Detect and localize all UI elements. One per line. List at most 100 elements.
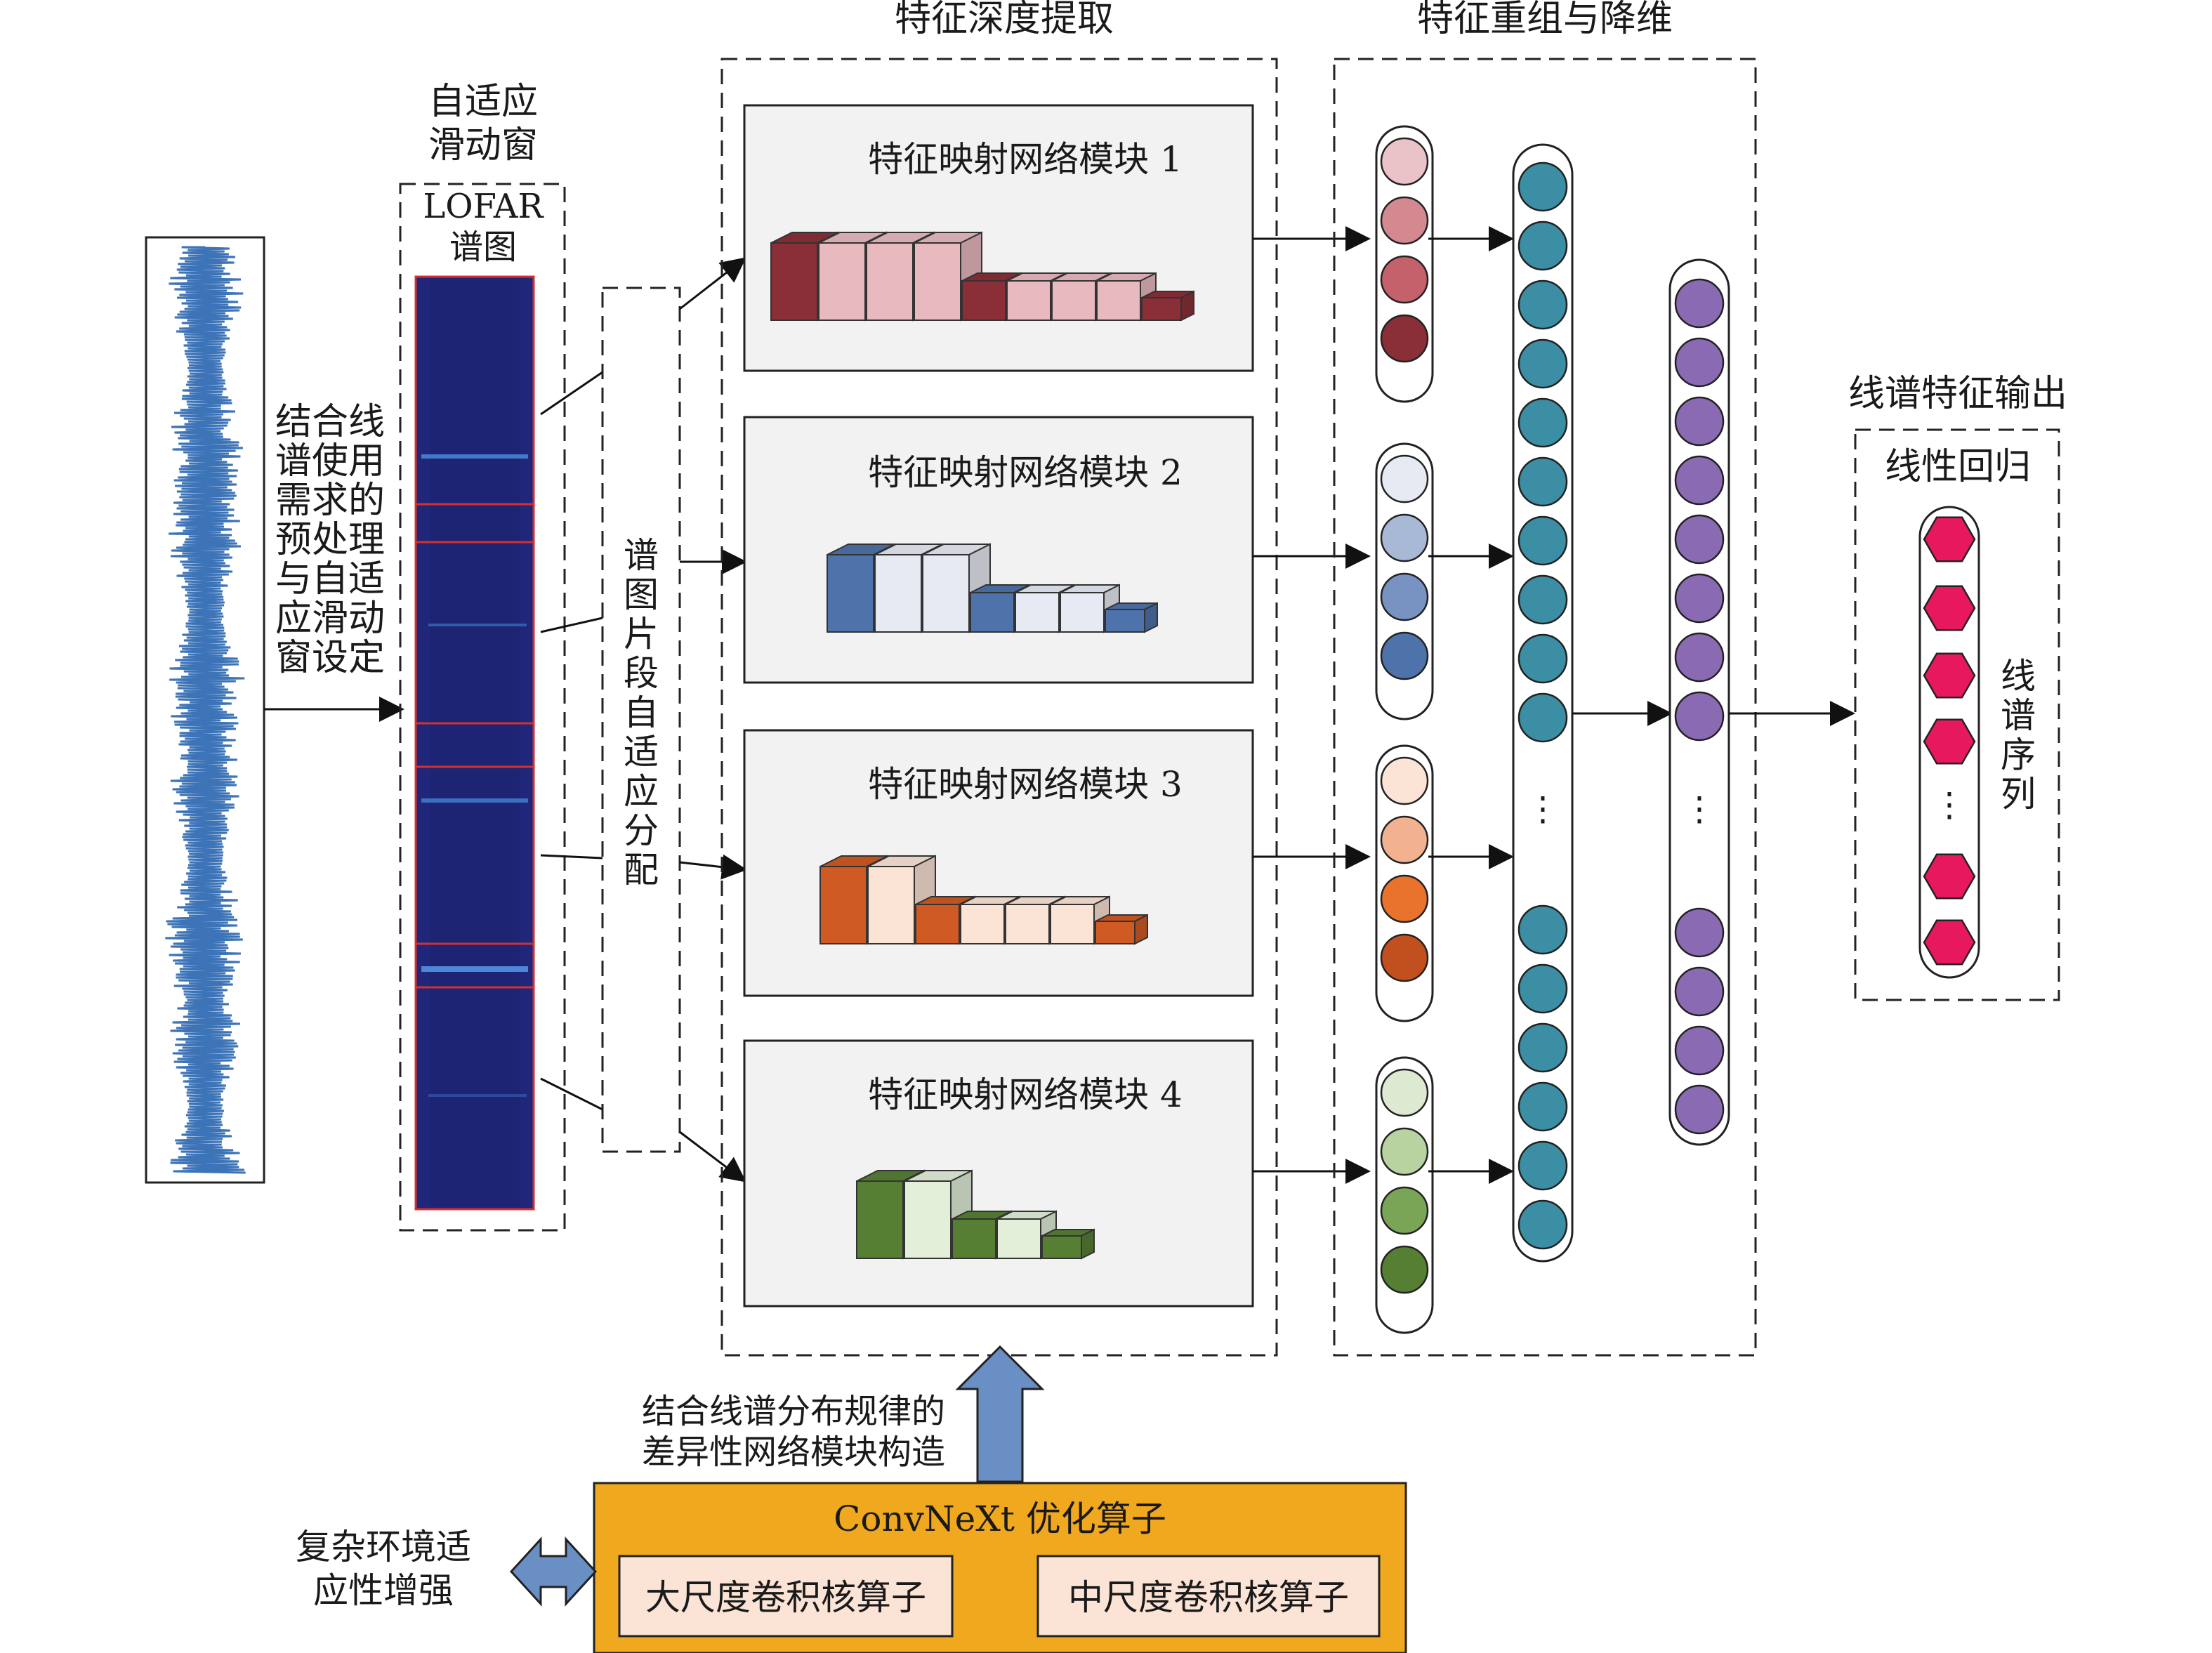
conv-block xyxy=(1105,602,1158,633)
svg-text:配: 配 xyxy=(624,850,659,890)
feature-node xyxy=(1380,314,1429,363)
reduced-node xyxy=(1674,337,1725,388)
feature-node xyxy=(1380,137,1429,186)
svg-text:适: 适 xyxy=(624,732,659,772)
reorg-layer-column: ⋮ xyxy=(1512,143,1574,1263)
module-3-conv-blocks xyxy=(819,855,1148,945)
sequence-node xyxy=(1923,718,1976,765)
reorg-node xyxy=(1518,338,1568,389)
reduced-node xyxy=(1674,278,1725,329)
module-4-conv-blocks xyxy=(856,1169,1095,1260)
reduced-node xyxy=(1674,1025,1725,1076)
feature-node xyxy=(1380,1068,1429,1117)
reorg-node xyxy=(1518,692,1568,743)
feature-node xyxy=(1380,933,1429,982)
module-2-conv-blocks xyxy=(827,543,1158,633)
reorg-node xyxy=(1518,1140,1568,1191)
module-node-columns xyxy=(1375,125,1434,1334)
reorg-node xyxy=(1518,633,1568,684)
module-label: 特征映射网络模块 2 xyxy=(868,452,1183,493)
segment-line-4 xyxy=(540,1077,603,1111)
lofar-label: 谱图 xyxy=(449,228,517,267)
reduced-node xyxy=(1674,691,1725,742)
sequence-node xyxy=(1923,516,1976,562)
mid-kernel-label: 中尺度卷积核算子 xyxy=(1068,1577,1349,1618)
feature-module-2: 特征映射网络模块 2 xyxy=(743,416,1254,684)
svg-text:序: 序 xyxy=(2001,735,2036,775)
sequence-node xyxy=(1923,853,1976,900)
lofar-spectrogram xyxy=(414,275,535,1211)
environment-caption: 应性增强 xyxy=(313,1570,454,1611)
feature-node xyxy=(1380,874,1429,923)
feature-node xyxy=(1380,196,1429,245)
module-1-conv-blocks xyxy=(770,231,1194,322)
convnext-to-extraction-arrow xyxy=(955,1345,1045,1483)
extraction-title: 特征深度提取 xyxy=(895,0,1114,40)
signal-waveform-panel xyxy=(145,236,265,1184)
svg-text:分: 分 xyxy=(624,810,659,851)
svg-text:线: 线 xyxy=(2001,656,2036,697)
reduced-node xyxy=(1674,632,1725,683)
caption-line: 谱使用 xyxy=(275,440,385,482)
segment-line-3 xyxy=(540,854,603,860)
reduced-node xyxy=(1674,1084,1725,1135)
reduced-layer-column: ⋮ xyxy=(1668,258,1730,1146)
conv-block xyxy=(914,231,982,322)
conv-block xyxy=(1095,914,1148,945)
alloc-to-module-3-arrow xyxy=(679,854,747,880)
network-construction-note: 结合线谱分布规律的 xyxy=(642,1392,945,1431)
regression-label: 线性回归 xyxy=(1885,446,2031,488)
alloc-to-module-1-arrow xyxy=(679,257,746,310)
module-label: 特征映射网络模块 1 xyxy=(868,139,1183,180)
conv-block xyxy=(904,1169,973,1260)
sequence-label: 线 谱 序 列 xyxy=(2001,656,2036,815)
module-label: 特征映射网络模块 3 xyxy=(868,764,1183,805)
reorg-node xyxy=(1518,515,1568,566)
reduced-node xyxy=(1674,907,1725,958)
sequence-node xyxy=(1923,585,1976,631)
reorg-node xyxy=(1518,904,1568,955)
reorg-node xyxy=(1518,162,1568,212)
reorg-node xyxy=(1518,456,1568,507)
reorg-node xyxy=(1518,397,1568,448)
lofar-label: LOFAR xyxy=(423,187,544,226)
caption-line: 与自适 xyxy=(275,558,385,600)
feature-module-1: 特征映射网络模块 1 xyxy=(743,104,1254,372)
sequence-node xyxy=(1923,652,1976,699)
hex-ellipsis: ⋮ xyxy=(1933,785,1966,824)
teal-ellipsis: ⋮ xyxy=(1526,789,1560,829)
window-title-line: 自适应 xyxy=(428,81,538,123)
reorg-title: 特征重组与降维 xyxy=(1417,0,1673,40)
preprocessing-caption: 结合线 谱使用 需求的 预处理 与自适 应滑动 窗设定 xyxy=(275,401,385,679)
caption-line: 需求的 xyxy=(275,480,385,522)
reduced-node xyxy=(1674,455,1725,506)
caption-line: 结合线 xyxy=(275,401,385,443)
reorg-node xyxy=(1518,963,1568,1014)
caption-line: 预处理 xyxy=(275,519,385,561)
feature-node xyxy=(1380,631,1429,680)
sequence-node xyxy=(1923,919,1976,966)
convnext-operator-box: ConvNeXt 优化算子 大尺度卷积核算子 中尺度卷积核算子 xyxy=(593,1482,1407,1653)
lofar-dashed-frame xyxy=(399,183,566,1232)
reorg-node xyxy=(1518,1199,1568,1250)
reorg-node xyxy=(1518,1081,1568,1132)
module-label: 特征映射网络模块 4 xyxy=(868,1074,1183,1115)
feature-module-3: 特征映射网络模块 3 xyxy=(743,729,1254,997)
reorg-node xyxy=(1518,1022,1568,1073)
feature-module-4: 特征映射网络模块 4 xyxy=(743,1039,1254,1308)
waveform-trace xyxy=(165,246,246,1174)
segment-line-1 xyxy=(540,371,603,416)
svg-text:谱: 谱 xyxy=(2001,695,2036,736)
output-dashed-frame xyxy=(1854,428,2060,1001)
feature-node xyxy=(1380,815,1429,864)
feature-node xyxy=(1380,756,1429,805)
conv-block xyxy=(1141,290,1194,322)
reorg-node xyxy=(1518,279,1568,330)
svg-text:段: 段 xyxy=(624,653,659,694)
reduced-node xyxy=(1674,966,1725,1017)
reduced-node xyxy=(1674,514,1725,565)
feature-node xyxy=(1380,1186,1429,1235)
segment-allocation-label: 谱 图 片 段 自 适 应 分 配 xyxy=(624,535,659,890)
caption-line: 窗设定 xyxy=(275,637,385,679)
